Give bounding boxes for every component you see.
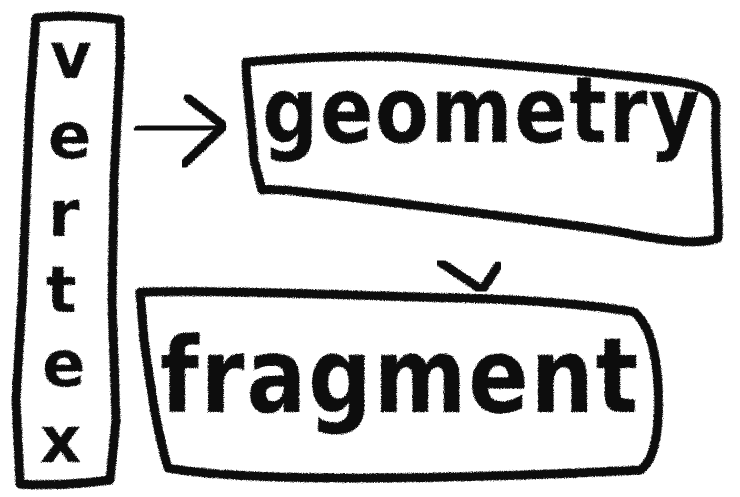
vertex-letter-2: e: [48, 100, 91, 174]
arrow-geometry-to-fragment: [435, 235, 503, 295]
geometry-box: [241, 51, 723, 247]
geometry-stage: geometry: [241, 51, 723, 247]
arrow-vertex-to-geometry: [133, 93, 229, 169]
vertex-letter-4: t: [46, 254, 77, 328]
vertex-box: [11, 11, 125, 490]
fragment-box: [135, 287, 663, 483]
geometry-label: geometry: [262, 57, 702, 164]
arrow-head: [179, 93, 229, 169]
vertex-stage: v e r t e x: [11, 11, 125, 490]
fragment-stage: fragment: [135, 287, 663, 483]
arrow-head: [435, 257, 503, 295]
vertex-letter-1: v: [50, 20, 92, 94]
vertex-letter-5: e: [42, 328, 85, 402]
arrow-shaft: [133, 121, 227, 135]
vertex-letter-6: x: [40, 404, 81, 478]
vertex-letter-3: r: [48, 178, 80, 252]
fragment-label: fragment: [160, 315, 640, 437]
